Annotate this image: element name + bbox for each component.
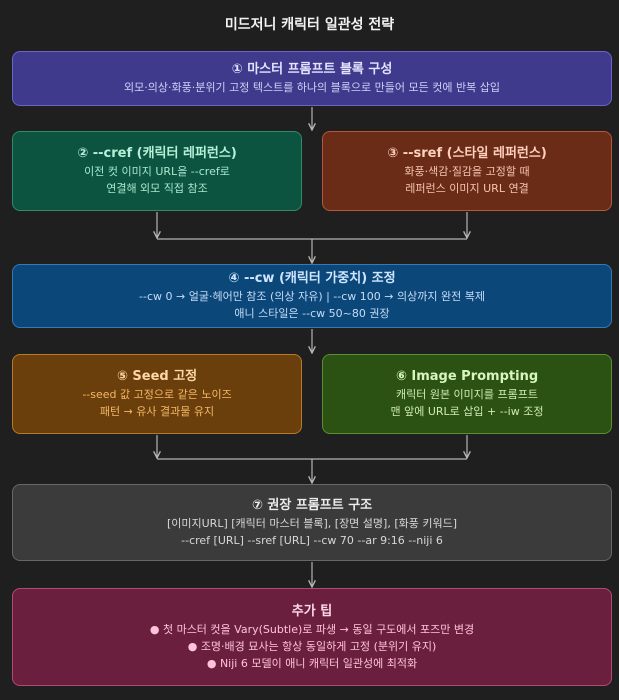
step-4-line-2: 애니 스타일은 --cw 50~80 권장: [234, 307, 390, 320]
step-3-line-1: 화풍·색감·질감을 고정할 때: [404, 165, 530, 178]
step-5-seed: ⑤ Seed 고정 --seed 값 고정으로 같은 노이즈 패턴 → 유사 결…: [12, 354, 302, 434]
step-5-line-2: 패턴 → 유사 결과물 유지: [99, 405, 215, 418]
step-7-line-2: --cref [URL] --sref [URL] --cw 70 --ar 9…: [181, 533, 443, 547]
step-7-line-1: [이미지URL] [캐릭터 마스터 블록], [장면 설명], [화풍 키워드]: [166, 516, 458, 530]
step-3-heading: ③ --sref (스타일 레퍼런스): [387, 146, 547, 161]
step-1-line-1: 외모·의상·화풍·분위기 고정 텍스트를 하나의 블록으로 만들어 모든 컷에 …: [124, 81, 500, 94]
step-2-line-1: 이전 컷 이미지 URL을 --cref로: [84, 165, 230, 178]
step-3-line-2: 레퍼런스 이미지 URL 연결: [405, 182, 529, 195]
step-4-line-1: --cw 0 → 얼굴·헤어만 참조 (의상 자유) | --cw 100 → …: [139, 290, 485, 303]
step-2-line-2: 연결해 외모 직접 참조: [106, 182, 208, 195]
step-2-cref: ② --cref (캐릭터 레퍼런스) 이전 컷 이미지 URL을 --cref…: [12, 131, 302, 211]
step-5-heading: ⑤ Seed 고정: [116, 369, 198, 384]
step-4-heading: ④ --cw (캐릭터 가중치) 조정: [228, 271, 396, 286]
step-3-sref: ③ --sref (스타일 레퍼런스) 화풍·색감·질감을 고정할 때 레퍼런스…: [322, 131, 612, 211]
step-6-image-prompting: ⑥ Image Prompting 캐릭터 원본 이미지를 프롬프트 맨 앞에 …: [322, 354, 612, 434]
step-1-master-prompt-block: ① 마스터 프롬프트 블록 구성 외모·의상·화풍·분위기 고정 텍스트를 하나…: [12, 51, 612, 106]
step-6-heading: ⑥ Image Prompting: [395, 369, 539, 384]
extra-tips: 추가 팁 ● 첫 마스터 컷을 Vary(Subtle)로 파생 → 동일 구도…: [12, 588, 612, 686]
step-2-heading: ② --cref (캐릭터 레퍼런스): [77, 146, 237, 161]
step-6-line-1: 캐릭터 원본 이미지를 프롬프트: [395, 388, 539, 401]
step-7-recommended-structure: ⑦ 권장 프롬프트 구조 [이미지URL] [캐릭터 마스터 블록], [장면 …: [12, 484, 612, 561]
tips-heading: 추가 팁: [291, 603, 333, 619]
tip-3: ● Niji 6 모델이 애니 캐릭터 일관성에 최적화: [206, 656, 418, 670]
step-7-heading: ⑦ 권장 프롬프트 구조: [251, 497, 373, 513]
tip-2: ● 조명·배경 묘사는 항상 동일하게 고정 (분위기 유지): [187, 639, 437, 653]
step-4-cw-adjust: ④ --cw (캐릭터 가중치) 조정 --cw 0 → 얼굴·헤어만 참조 (…: [12, 264, 612, 328]
step-1-heading: ① 마스터 프롬프트 블록 구성: [231, 62, 393, 77]
step-6-line-2: 맨 앞에 URL로 삽입 + --iw 조정: [390, 405, 544, 418]
diagram-title: 미드저니 캐릭터 일관성 전략: [224, 17, 395, 33]
step-5-line-1: --seed 값 고정으로 같은 노이즈: [82, 388, 232, 401]
tip-1: ● 첫 마스터 컷을 Vary(Subtle)로 파생 → 동일 구도에서 포즈…: [149, 622, 475, 636]
